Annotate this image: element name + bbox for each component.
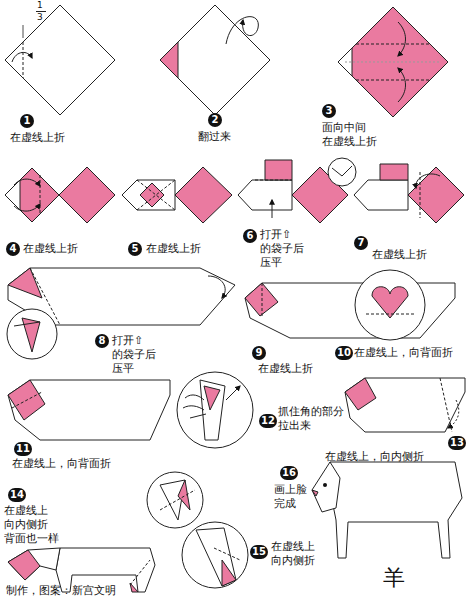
step-number: 15 [250, 545, 268, 559]
instruction-text: 在虚线上，向背面折 [354, 346, 453, 360]
step-number: 10 [335, 346, 353, 360]
instruction-text: 在虚线上折 [258, 362, 313, 376]
step-number: 16 [280, 466, 298, 480]
instruction-text: 在虚线上折 [23, 242, 78, 256]
title: 羊 [383, 566, 405, 590]
instruction-text: 抓住角的部分 拉出来 [278, 405, 344, 433]
fraction-label: 1 [37, 1, 43, 10]
instruction-text: 在虚线上 向内侧折 背面也一样 [4, 504, 59, 545]
step-number: 2 [208, 113, 222, 127]
instruction-text: 在虚线上，向内侧折 [325, 450, 424, 464]
step-number: 9 [252, 346, 266, 360]
step-number: 7 [354, 236, 368, 250]
instruction-text: 在虚线上折 [10, 131, 65, 145]
step-number: 8 [95, 334, 109, 348]
step-number: 5 [128, 242, 142, 256]
instruction-text: 在虚线上折 [146, 242, 201, 256]
step-number: 4 [6, 242, 20, 256]
instruction-text: 打开⇧的袋子后 压平 [260, 228, 304, 269]
instruction-text: 在虚线上，向背面折 [12, 457, 111, 471]
fraction-label: 3 [37, 13, 43, 22]
step-number: 13 [448, 436, 466, 450]
instruction-text: 翻过来 [198, 130, 231, 144]
instruction-text: 画上脸 完成 [274, 483, 307, 511]
step-number: 6 [243, 229, 257, 243]
step-number: 14 [8, 488, 26, 502]
step-number: 1 [20, 114, 34, 128]
instruction-text: 在虚线上折 [372, 248, 427, 262]
step-number: 11 [14, 442, 32, 456]
step-number: 3 [322, 104, 336, 118]
instruction-text: 面向中间 在虚线上折 [322, 121, 377, 149]
instruction-text: 制作，图案：新宫文明 [6, 584, 116, 598]
instruction-text: 在虚线上 向内侧折 [271, 540, 315, 568]
instruction-text: 打开⇧的袋子后 压平 [112, 334, 156, 375]
step-number: 12 [259, 414, 277, 428]
